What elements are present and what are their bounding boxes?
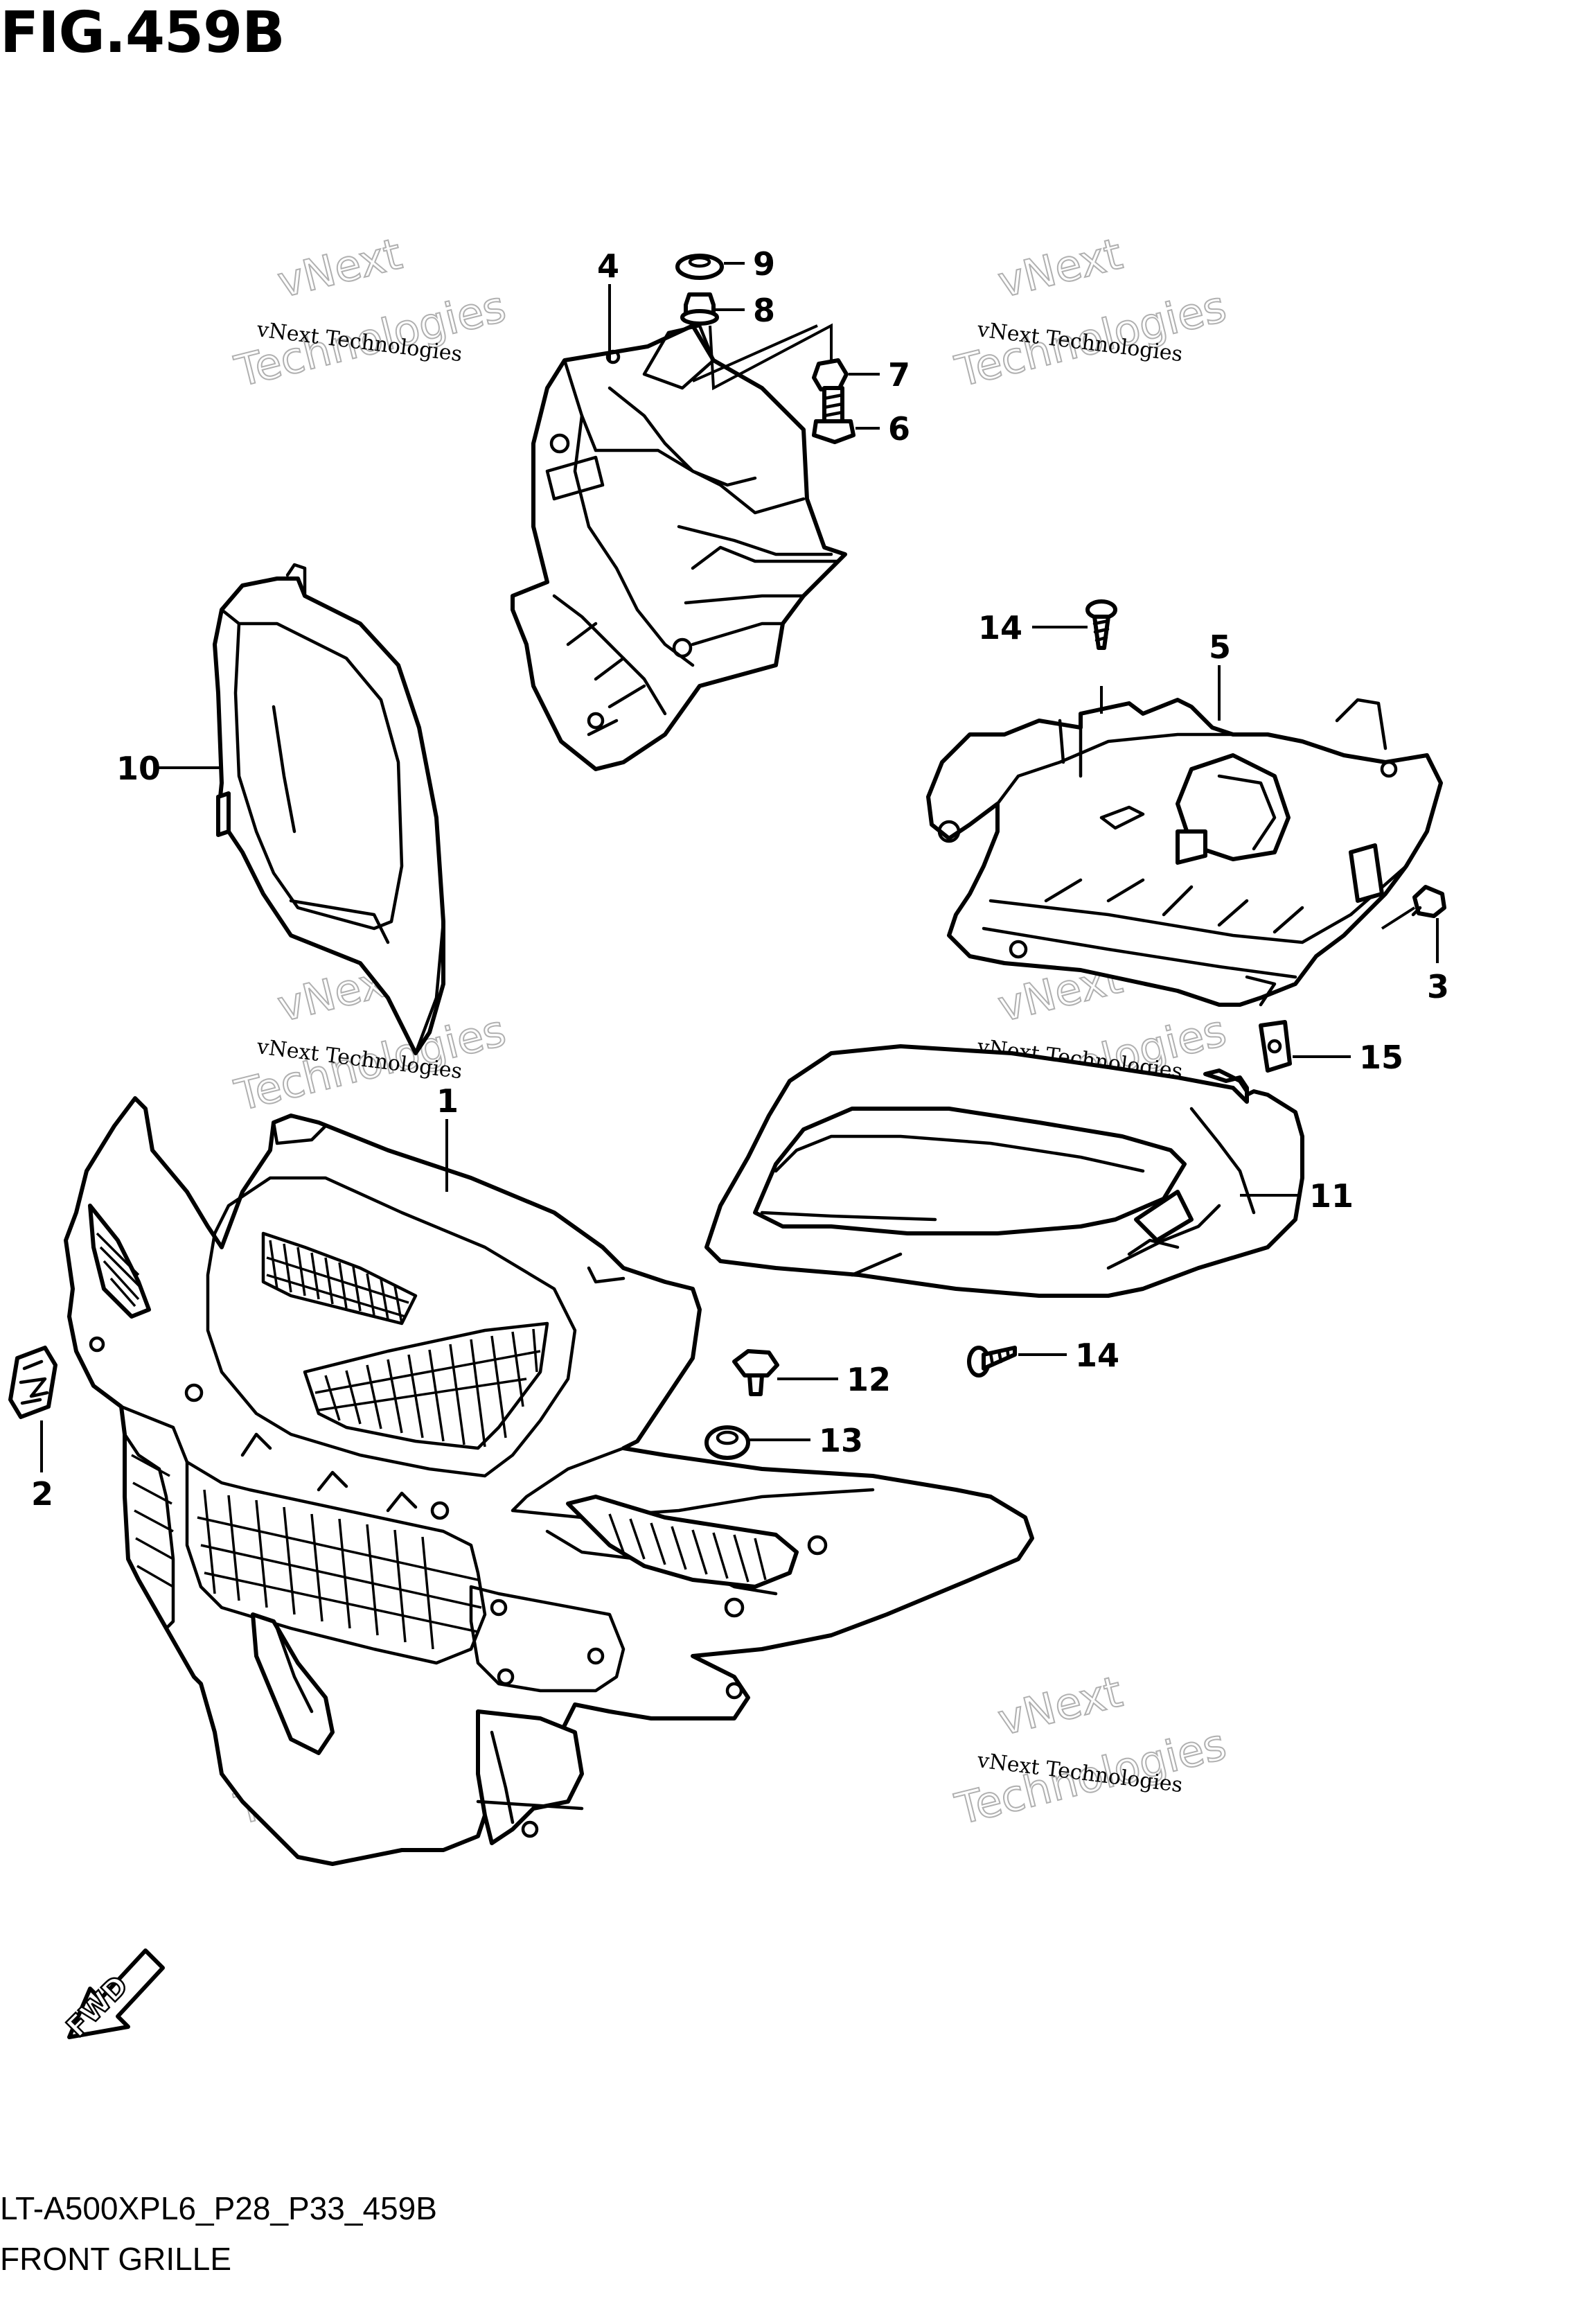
part-13-grommet <box>704 1425 750 1460</box>
callout-13: 13 <box>819 1422 863 1459</box>
part-14-screw-lower <box>967 1346 1017 1378</box>
section-name: FRONT GRILLE <box>0 2241 231 2277</box>
callouts: 1 2 3 4 5 6 7 8 9 10 <box>31 245 1449 1513</box>
part-9-grommet <box>675 254 724 280</box>
model-code: LT-A500XPL6_P28_P33_459B <box>0 2190 437 2226</box>
callout-1: 1 <box>436 1082 459 1120</box>
part-12-push-rivet <box>732 1349 779 1396</box>
figure-title: FIG.459B <box>0 0 285 66</box>
callout-5: 5 <box>1209 628 1231 666</box>
callout-9: 9 <box>753 245 775 283</box>
part-14-screw-upper <box>1085 599 1117 650</box>
part-8-collar <box>680 292 719 326</box>
callout-10: 10 <box>116 750 161 787</box>
part-3-clip <box>1411 885 1446 918</box>
part-1-front-grille <box>64 1096 1034 1866</box>
callout-12: 12 <box>846 1361 891 1398</box>
leader-bracket-2 <box>692 324 818 382</box>
callout-14-lower: 14 <box>1075 1337 1119 1374</box>
part-7-nut <box>812 358 849 391</box>
watermark-6: vNext Technologies <box>950 1665 1232 1835</box>
callout-8: 8 <box>753 292 775 329</box>
callout-7: 7 <box>888 356 910 394</box>
callout-3: 3 <box>1427 968 1449 1005</box>
watermark-2: vNext Technologies <box>950 227 1232 397</box>
watermark-large-top: vNext <box>993 1666 1127 1745</box>
callout-4: 4 <box>597 247 619 285</box>
part-10-headlight-bezel <box>213 563 445 1055</box>
callout-14-upper: 14 <box>978 609 1022 646</box>
watermark-1: vNext Technologies <box>229 227 511 397</box>
watermark-large-top: vNext <box>993 228 1127 308</box>
part-6-bolt <box>812 386 855 444</box>
part-2-emblem <box>8 1346 57 1419</box>
part-15-clip-nut <box>1259 1020 1292 1073</box>
part-4-headlight-housing <box>511 324 847 771</box>
part-11-grille-garnish <box>704 1044 1304 1298</box>
part-5-lower-housing <box>926 698 1443 1007</box>
watermark-large-top: vNext <box>273 228 407 308</box>
callout-6: 6 <box>888 410 910 448</box>
fwd-arrow: FWD <box>60 1948 165 2044</box>
callout-2: 2 <box>31 1475 53 1513</box>
callout-15: 15 <box>1359 1039 1403 1076</box>
callout-11: 11 <box>1309 1177 1354 1215</box>
leader-bracket <box>709 323 833 391</box>
